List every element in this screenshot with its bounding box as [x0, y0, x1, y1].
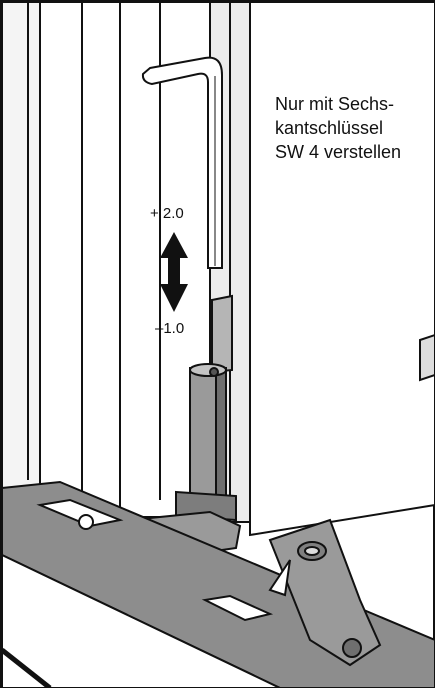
instruction-note: Nur mit Sechs- kantschlüssel SW 4 verste… [275, 94, 402, 162]
hex-key-icon [141, 56, 223, 269]
adjustment-down-label: –1.0 [155, 320, 185, 337]
hinge-pin [175, 294, 237, 522]
adjustment-up-label: + 2.0 [150, 205, 184, 222]
frame-profiles [1, 1, 251, 523]
up-down-arrow-icon [160, 232, 188, 312]
window-sash [249, 1, 435, 537]
hinge-arm [268, 518, 382, 667]
